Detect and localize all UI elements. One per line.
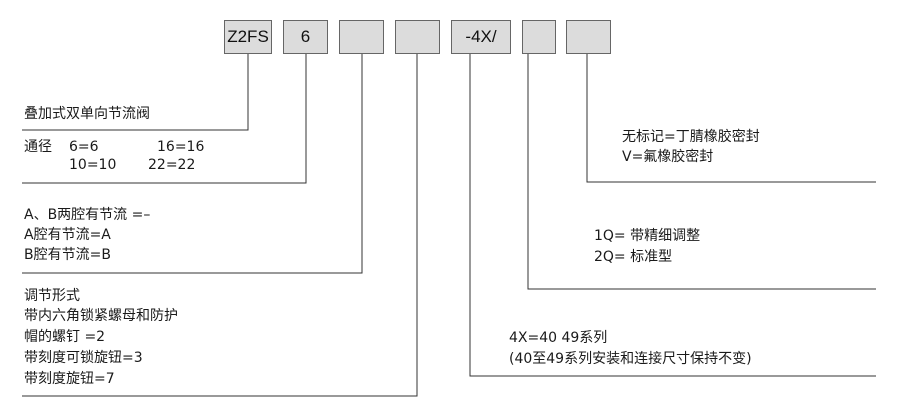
flow-chamber-line-2: A腔有节流=A — [24, 227, 111, 243]
size-value-22: 22=22 — [148, 157, 196, 173]
series-line-1: 4X=40 49系列 — [509, 330, 608, 346]
adjust-precision-line-1: 1Q= 带精细调整 — [594, 228, 701, 244]
series-line-2: (40至49系列安装和连接尺寸保持不变) — [509, 351, 752, 367]
code-box-seal — [566, 20, 611, 54]
size-value-16: 16=16 — [157, 139, 205, 155]
adjustment-line-5: 带刻度旋钮=7 — [24, 371, 115, 387]
connector-type — [22, 54, 249, 131]
flow-chamber-line-3: B腔有节流=B — [24, 247, 111, 263]
type-title: 叠加式双单向节流阀 — [24, 106, 150, 122]
connector-series — [469, 54, 876, 377]
seal-line-1: 无标记=丁腈橡胶密封 — [622, 129, 760, 145]
flow-chamber-line-1: A、B两腔有节流 =– — [24, 207, 151, 223]
connector-size — [22, 54, 307, 184]
connector-adjust-precision — [527, 54, 876, 290]
adjustment-line-4: 带刻度可锁旋钮=3 — [24, 350, 143, 366]
code-box-type: Z2FS — [224, 20, 272, 54]
code-box-series: -4X/ — [451, 20, 511, 54]
code-box-adjust-precision — [522, 20, 556, 54]
connector-seal — [586, 54, 876, 183]
code-box-flow-chamber — [339, 20, 384, 54]
seal-line-2: V=氟橡胶密封 — [622, 149, 714, 165]
code-box-size: 6 — [283, 20, 328, 54]
adjust-precision-line-2: 2Q= 标准型 — [594, 249, 673, 265]
size-label: 通径 — [24, 139, 52, 155]
adjustment-line-3: 帽的螺钉 =2 — [24, 329, 106, 345]
connector-adjustment — [22, 54, 418, 397]
size-value-10: 10=10 — [69, 157, 117, 173]
size-value-6: 6=6 — [69, 139, 99, 155]
adjustment-line-2: 带内六角锁紧螺母和防护 — [24, 308, 178, 324]
adjustment-line-1: 调节形式 — [24, 288, 80, 304]
connector-flow-chamber — [22, 54, 363, 274]
code-box-adjustment — [395, 20, 440, 54]
